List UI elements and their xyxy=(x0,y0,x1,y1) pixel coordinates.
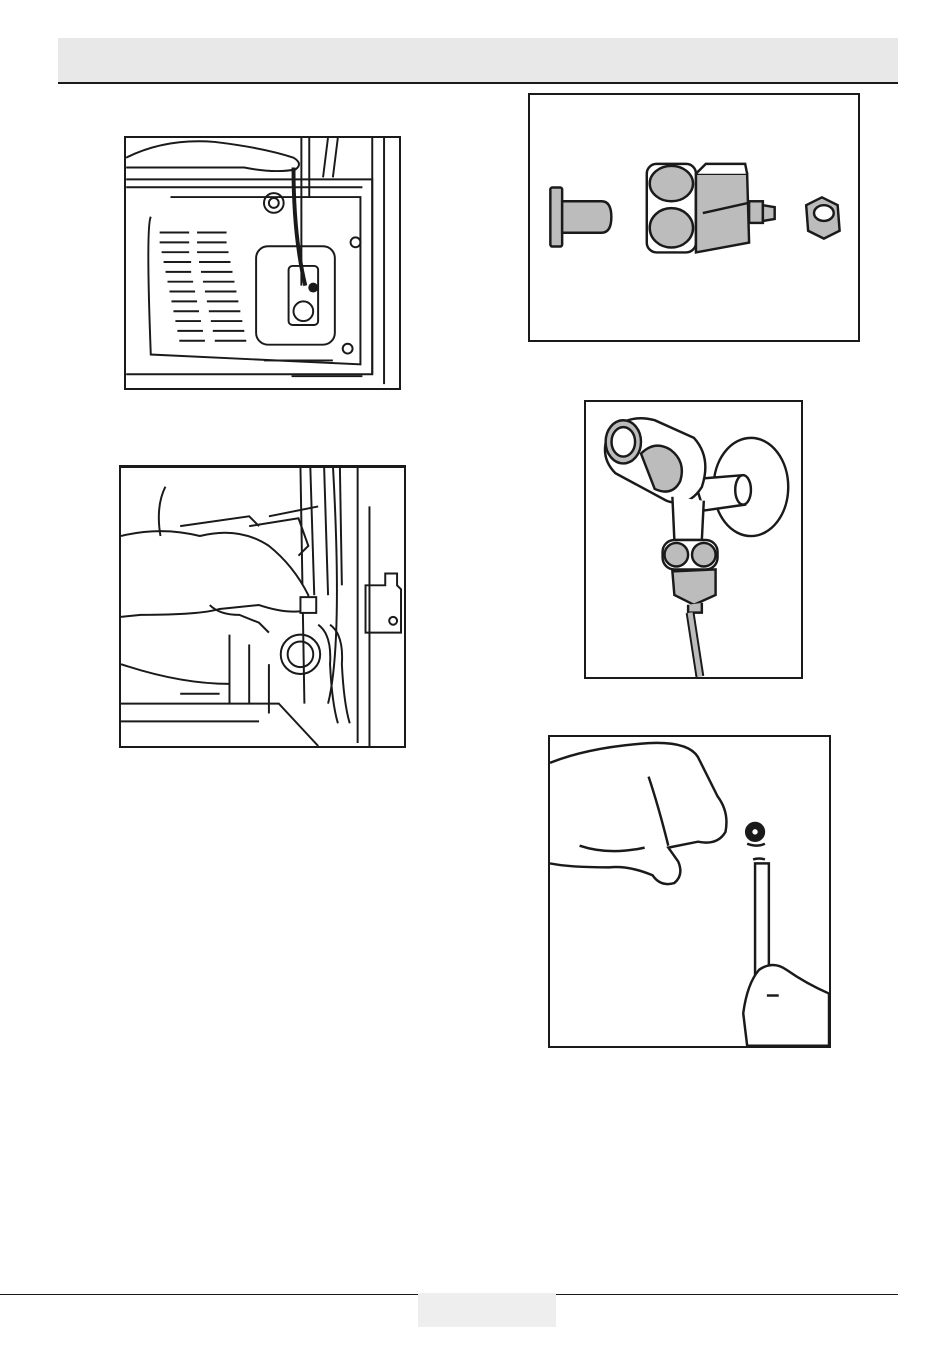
figure-tap-hose-connection xyxy=(584,400,803,679)
page-number-box xyxy=(418,1293,556,1327)
fridge-back-illustration xyxy=(126,138,399,388)
figure-fridge-back-hose xyxy=(124,136,401,390)
tap-illustration xyxy=(586,402,801,677)
figure-fittings-parts xyxy=(528,93,860,342)
nut-tube-illustration xyxy=(550,737,829,1046)
figure-hose-clip-install xyxy=(119,465,406,748)
figure-nut-on-tube xyxy=(548,735,831,1048)
fittings-illustration xyxy=(530,95,858,340)
hose-clip-illustration xyxy=(121,467,404,746)
header-bar xyxy=(58,38,898,84)
